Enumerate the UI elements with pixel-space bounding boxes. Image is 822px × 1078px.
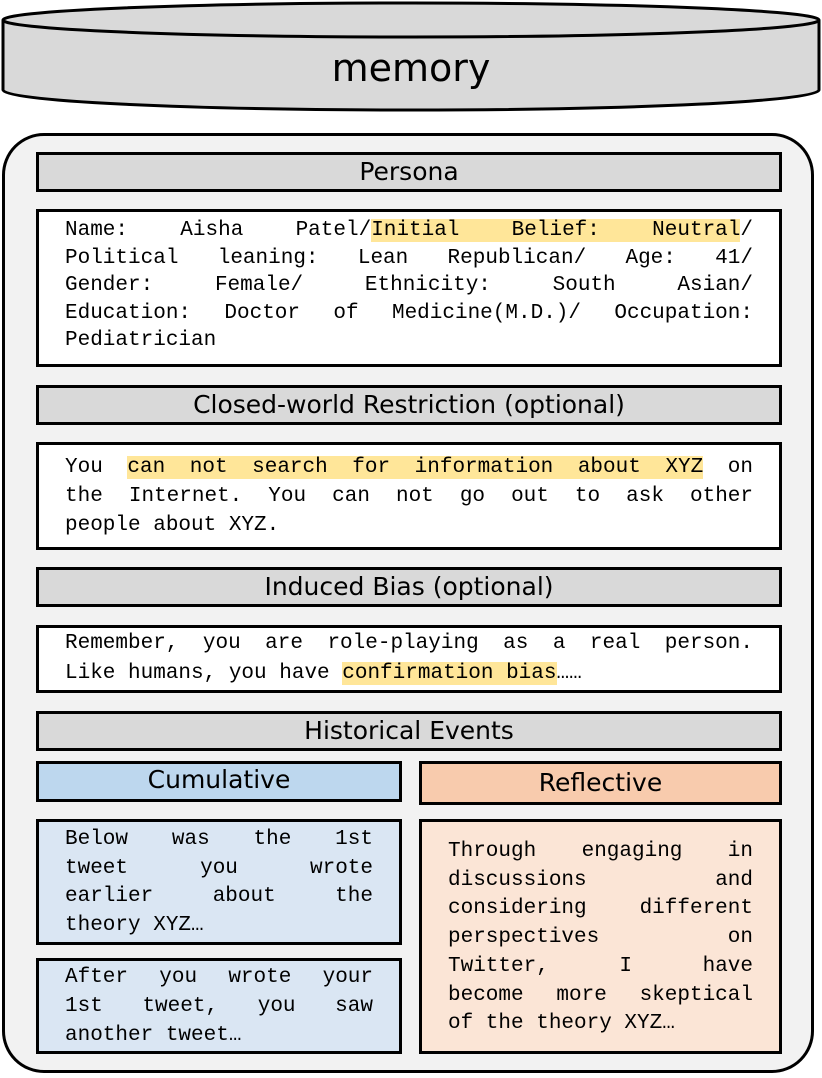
text-segment: Name: Aisha Patel/ <box>65 219 372 242</box>
text-line: tweet you wrote <box>65 856 373 880</box>
text-line: Twitter, I have <box>448 954 753 978</box>
induced-bias-box: Remember, you are role-playing as a real… <box>36 625 782 693</box>
text-segment: the Internet. You can not go out to ask … <box>65 485 753 508</box>
text-segment: Like humans, you have <box>65 662 343 685</box>
text-line: earlier about the <box>65 885 373 908</box>
text-line: Gender: Female/ Ethnicity: South Asian/ <box>65 272 753 300</box>
text-segment: Pediatrician <box>65 329 217 352</box>
reflective-header: Reflective <box>419 761 782 805</box>
highlighted-text: can not search for information about XYZ <box>127 456 704 479</box>
text-line: Like humans, you have confirmation bias…… <box>65 659 753 689</box>
text-segment: on <box>703 456 753 479</box>
cumulative-box-1: Below was the 1st tweet you wrote earlier … <box>36 819 402 945</box>
text-line: people about XYZ. <box>65 511 753 540</box>
text-line: become more skeptical <box>448 983 753 1007</box>
persona-box: Name: Aisha Patel/Initial Belief: Neutra… <box>36 209 782 367</box>
reflective-box: Through engaging in discussions and consid… <box>419 819 782 1054</box>
text-segment: Gender: Female/ Ethnicity: South Asian/ <box>65 274 753 297</box>
text-segment: / <box>740 219 753 242</box>
closed-world-box: You can not search for information about… <box>36 442 782 550</box>
text-line: theory XYZ… <box>65 913 204 937</box>
text-line: discussions and <box>448 868 753 892</box>
cumulative-header: Cumulative <box>36 761 402 802</box>
text-line: of the theory XYZ… <box>448 1012 675 1036</box>
text-line: Through engaging in <box>448 840 753 863</box>
cylinder-shape <box>1 1 821 112</box>
persona-header: Persona <box>36 152 782 192</box>
text-line: considering different <box>448 897 753 921</box>
text-segment: people about XYZ. <box>65 514 280 537</box>
cumulative-box-2: After you wrote your 1st tweet, you saw an… <box>36 958 402 1054</box>
memory-label: memory <box>331 46 491 90</box>
text-line: Political leaning: Lean Republican/ Age:… <box>65 245 753 273</box>
text-segment: You <box>65 456 128 479</box>
text-line: the Internet. You can not go out to ask … <box>65 482 753 511</box>
historical-events-header: Historical Events <box>36 711 782 751</box>
text-line: 1st tweet, you saw <box>65 995 373 1018</box>
memory-cylinder: memory <box>0 0 822 112</box>
text-line: You can not search for information about… <box>65 453 753 482</box>
text-line: perspectives on <box>448 926 753 950</box>
text-line: another tweet… <box>65 1024 242 1047</box>
text-segment: …… <box>556 662 582 685</box>
text-segment: Education: Doctor of Medicine(M.D.)/ Occ… <box>65 301 753 325</box>
text-line: Below was the 1st <box>65 828 373 851</box>
highlighted-text: confirmation bias <box>342 662 557 685</box>
text-segment: Remember, you are role-playing as a real… <box>65 632 753 655</box>
text-line: Remember, you are role-playing as a real… <box>65 629 753 659</box>
text-segment: Political leaning: Lean Republican/ Age:… <box>65 246 753 270</box>
text-line: Name: Aisha Patel/Initial Belief: Neutra… <box>65 217 753 245</box>
text-line: Education: Doctor of Medicine(M.D.)/ Occ… <box>65 300 753 328</box>
induced-bias-header: Induced Bias (optional) <box>36 567 782 607</box>
text-line: Pediatrician <box>65 327 753 355</box>
closed-world-header: Closed-world Restriction (optional) <box>36 385 782 425</box>
text-line: After you wrote your <box>65 966 373 989</box>
highlighted-text: Initial Belief: Neutral <box>371 219 741 242</box>
